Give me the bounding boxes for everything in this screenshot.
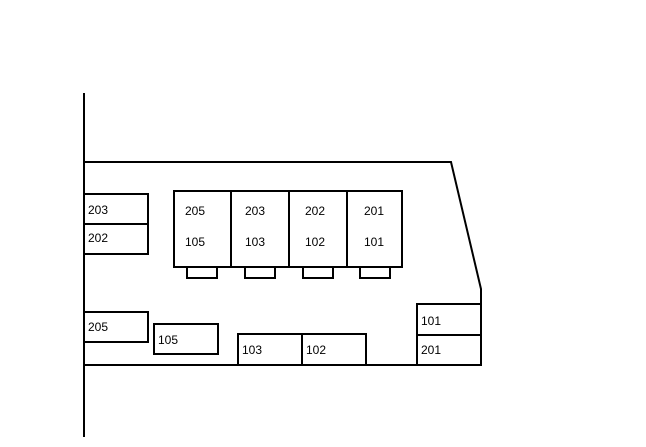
space-105-bottom <box>153 323 219 355</box>
space-201-right <box>416 334 482 366</box>
space-label: 205 <box>88 320 108 334</box>
space-label: 205 <box>185 204 205 218</box>
space-202-left-wall <box>83 223 149 255</box>
space-label: 103 <box>245 235 265 249</box>
wheel-stop <box>244 266 276 279</box>
space-label: 201 <box>364 204 384 218</box>
space-label: 201 <box>421 343 441 357</box>
space-102-bottom <box>301 333 367 366</box>
space-label: 202 <box>88 231 108 245</box>
space-label: 203 <box>245 204 265 218</box>
space-label: 105 <box>158 333 178 347</box>
wheel-stop <box>302 266 334 279</box>
space-label: 105 <box>185 235 205 249</box>
space-label: 101 <box>421 314 441 328</box>
space-label: 101 <box>364 235 384 249</box>
space-label: 203 <box>88 203 108 217</box>
space-205-left-wall <box>83 311 149 343</box>
space-label: 103 <box>242 343 262 357</box>
space-label: 102 <box>305 235 325 249</box>
wheel-stop <box>359 266 391 279</box>
space-label: 202 <box>305 204 325 218</box>
space-label: 102 <box>306 343 326 357</box>
wheel-stop <box>186 266 218 279</box>
